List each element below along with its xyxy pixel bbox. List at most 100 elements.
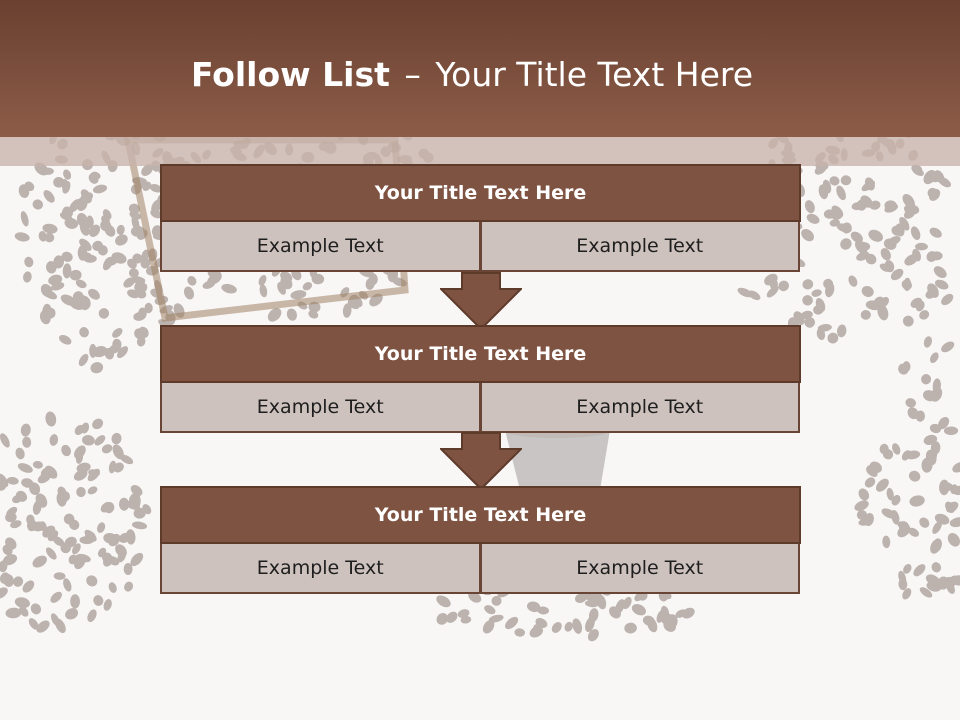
- slide-title-bold: Follow List: [190, 55, 390, 94]
- coffee-bean: [823, 278, 834, 289]
- coffee-bean: [941, 341, 955, 353]
- coffee-bean: [133, 507, 146, 519]
- coffee-bean: [111, 432, 122, 445]
- coffee-bean: [90, 171, 101, 180]
- coffee-bean: [75, 279, 87, 289]
- coffee-bean: [86, 215, 94, 229]
- coffee-bean: [61, 251, 73, 262]
- coffee-bean: [660, 605, 670, 619]
- coffee-bean: [62, 263, 72, 279]
- coffee-bean: [932, 521, 942, 534]
- coffee-bean: [908, 527, 919, 537]
- coffee-bean: [877, 304, 889, 321]
- block-title: Your Title Text Here: [160, 164, 801, 222]
- coffee-bean: [79, 238, 92, 251]
- slide-title-dash: –: [404, 55, 421, 94]
- coffee-bean: [101, 444, 113, 454]
- coffee-bean: [23, 271, 32, 283]
- coffee-bean: [144, 302, 153, 314]
- coffee-bean: [45, 547, 57, 560]
- coffee-bean: [62, 181, 71, 194]
- coffee-bean: [899, 217, 910, 231]
- coffee-bean: [140, 257, 151, 269]
- coffee-bean: [5, 607, 22, 619]
- coffee-bean: [932, 538, 942, 552]
- coffee-bean: [6, 476, 19, 485]
- header-strip: [0, 137, 960, 166]
- coffee-bean: [868, 229, 883, 242]
- list-block-2: Your Title Text Here Example Text Exampl…: [160, 325, 801, 433]
- coffee-bean: [44, 232, 55, 243]
- coffee-bean: [769, 278, 778, 290]
- coffee-bean: [32, 460, 43, 469]
- coffee-bean: [902, 194, 915, 208]
- coffee-bean: [836, 324, 847, 338]
- coffee-bean: [527, 601, 541, 613]
- coffee-bean: [624, 622, 637, 634]
- coffee-bean: [14, 232, 30, 242]
- coffee-bean: [112, 328, 123, 338]
- coffee-bean: [6, 506, 18, 517]
- coffee-bean: [49, 434, 59, 446]
- coffee-bean: [804, 317, 816, 328]
- coffee-bean: [74, 445, 86, 459]
- coffee-bean: [342, 303, 352, 318]
- coffee-bean: [436, 595, 451, 608]
- coffee-bean: [850, 231, 863, 243]
- coffee-bean: [76, 212, 88, 228]
- coffee-bean: [58, 335, 72, 345]
- coffee-bean: [112, 444, 124, 460]
- coffee-bean: [915, 242, 928, 251]
- coffee-bean: [73, 469, 88, 481]
- coffee-bean: [53, 176, 65, 188]
- coffee-bean: [801, 228, 815, 242]
- block-title: Your Title Text Here: [160, 486, 801, 544]
- coffee-bean: [879, 296, 889, 308]
- coffee-bean: [0, 478, 8, 491]
- coffee-bean: [30, 603, 42, 615]
- coffee-bean: [901, 450, 911, 461]
- coffee-bean: [10, 520, 22, 529]
- coffee-bean: [80, 189, 90, 199]
- coffee-bean: [905, 398, 917, 408]
- coffee-bean: [81, 422, 90, 434]
- coffee-bean: [131, 521, 148, 530]
- coffee-bean: [488, 614, 504, 623]
- coffee-bean: [681, 607, 695, 619]
- coffee-bean: [123, 277, 136, 288]
- coffee-bean: [64, 217, 79, 229]
- coffee-bean: [93, 595, 104, 606]
- coffee-bean: [778, 280, 789, 292]
- coffee-bean: [923, 336, 932, 348]
- coffee-bean: [17, 463, 33, 473]
- coffee-bean: [77, 295, 91, 306]
- coffee-bean: [21, 478, 34, 488]
- coffee-bean: [564, 621, 573, 632]
- coffee-bean: [927, 283, 939, 298]
- coffee-bean: [491, 595, 502, 606]
- coffee-bean: [14, 597, 30, 608]
- coffee-bean: [925, 449, 937, 466]
- coffee-bean: [860, 309, 871, 320]
- block-cell-left: Example Text: [160, 544, 481, 594]
- coffee-bean: [891, 494, 901, 506]
- coffee-bean: [864, 512, 874, 527]
- coffee-bean: [840, 175, 852, 186]
- coffee-bean: [902, 588, 912, 600]
- coffee-bean: [806, 213, 820, 224]
- coffee-bean: [831, 211, 843, 220]
- coffee-bean: [202, 280, 216, 289]
- coffee-bean: [108, 343, 122, 354]
- coffee-bean: [811, 289, 822, 297]
- coffee-bean: [933, 266, 947, 279]
- coffee-bean: [108, 460, 117, 474]
- coffee-bean: [69, 199, 81, 213]
- coffee-bean: [259, 284, 268, 298]
- block-cell-right: Example Text: [479, 222, 800, 272]
- coffee-bean: [952, 485, 960, 496]
- coffee-bean: [911, 166, 924, 176]
- list-block-3: Your Title Text Here Example Text Exampl…: [160, 486, 801, 594]
- coffee-bean: [865, 300, 882, 311]
- coffee-bean: [622, 596, 632, 610]
- coffee-bean: [928, 188, 941, 201]
